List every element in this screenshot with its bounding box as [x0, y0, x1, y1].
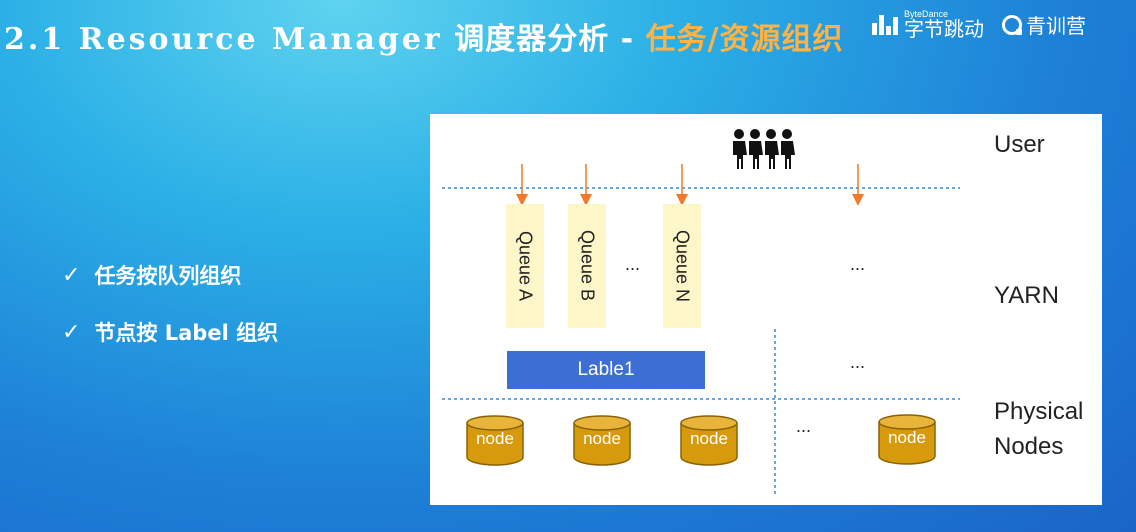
node-cylinder: node: [573, 415, 631, 467]
layer-label-physical: Physical Nodes: [994, 398, 1083, 468]
layer-label-yarn: YARN: [994, 282, 1059, 309]
queue-ellipsis: ...: [625, 254, 641, 274]
qingxun-logo-text: 青训营: [1026, 14, 1086, 38]
yarn-ellipsis: ...: [850, 254, 866, 274]
layer-label-physical-line2: Nodes: [994, 433, 1064, 460]
node-label: node: [583, 429, 621, 448]
queue-a-label: Queue A: [515, 230, 536, 302]
title-prefix: 2.1 Resource Manager: [4, 22, 443, 57]
label-bar: Lable1: [507, 351, 705, 389]
queue-n: Queue N: [663, 204, 701, 328]
queue-b-label: Queue B: [577, 230, 598, 302]
qingxun-icon: [1002, 14, 1022, 35]
layer-label-user: User: [994, 131, 1045, 158]
logo-group: ByteDance 字节跳动 青训营: [872, 10, 1086, 39]
users-icon: [733, 129, 795, 169]
bullet-text: 节点按 Label 组织: [94, 321, 279, 345]
node-cylinder: node: [878, 414, 936, 466]
bytedance-logo-small: ByteDance: [904, 9, 949, 19]
check-icon: ✓: [62, 262, 81, 288]
bullet-list: ✓ 任务按队列组织 ✓ 节点按 Label 组织: [62, 258, 278, 372]
bullet-item: ✓ 任务按队列组织: [62, 258, 278, 292]
page-title: 2.1 Resource Manager 调度器分析 - 任务/资源组织: [4, 14, 844, 57]
node-cylinder: node: [680, 415, 738, 467]
title-accent: 任务/资源组织: [645, 22, 844, 57]
diagram-panel: User YARN Physical Nodes Queue A Queue B…: [430, 114, 1102, 505]
title-cn: 调度器分析: [454, 22, 610, 57]
bullet-item: ✓ 节点按 Label 组织: [62, 315, 278, 349]
node-cylinder: node: [466, 415, 524, 467]
bytedance-logo-text: 字节跳动: [904, 17, 984, 41]
bullet-text: 任务按队列组织: [94, 264, 242, 288]
bytedance-logo: ByteDance 字节跳动: [872, 10, 984, 39]
label-ellipsis: ...: [850, 352, 866, 372]
layer-label-physical-line1: Physical: [994, 398, 1084, 425]
node-label: node: [690, 429, 728, 448]
bytedance-icon: [872, 14, 898, 35]
node-label: node: [476, 429, 514, 448]
check-icon: ✓: [62, 319, 81, 345]
queue-b: Queue B: [568, 204, 606, 328]
title-separator: -: [620, 22, 635, 57]
node-ellipsis: ...: [796, 416, 812, 436]
queue-a: Queue A: [506, 204, 544, 328]
qingxun-logo: 青训营: [1002, 10, 1086, 39]
queue-n-label: Queue N: [672, 229, 693, 303]
diagram-lines: [442, 129, 960, 494]
node-label: node: [888, 428, 926, 447]
